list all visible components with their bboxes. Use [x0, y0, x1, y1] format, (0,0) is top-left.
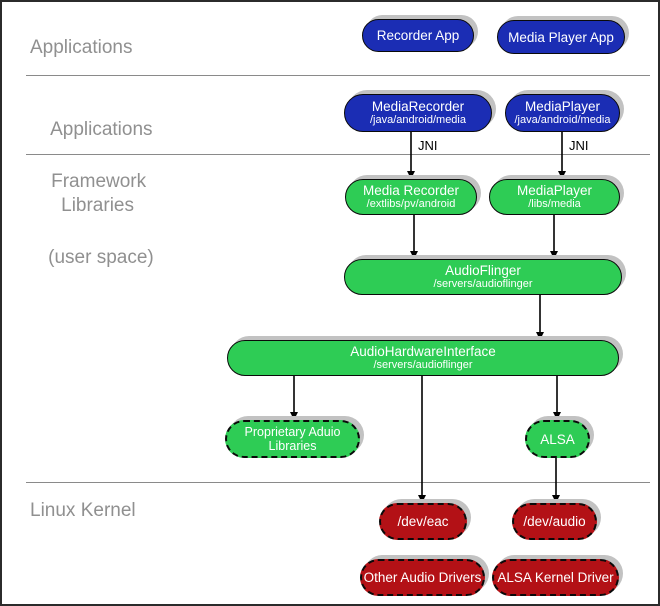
node-title-line2: Libraries [268, 439, 317, 453]
node-title: MediaRecorder [371, 99, 465, 114]
node-title: Media Player App [508, 29, 614, 45]
layer-label-applications: Applications [30, 37, 133, 58]
node-mediaplayer-framework: MediaPlayer /java/android/media [505, 94, 620, 132]
divider-framework-libraries [26, 154, 650, 155]
node-proprietary-audio-libraries: Proprietary Aduio Libraries [225, 420, 360, 458]
layer-label-applications-framework: Applications Framework [30, 91, 152, 221]
jni-label-right: JNI [569, 138, 589, 153]
node-title: AudioHardwareInterface [350, 344, 496, 359]
divider-applications-framework [26, 75, 650, 76]
layer-label-linux-kernel: Linux Kernel [30, 500, 136, 521]
divider-libraries-kernel [26, 482, 650, 483]
node-title: ALSA [540, 431, 575, 447]
node-audio-hardware-interface: AudioHardwareInterface /servers/audiofli… [227, 340, 619, 376]
node-subtitle: /libs/media [528, 198, 581, 210]
node-subtitle: /java/android/media [369, 114, 466, 126]
node-audioflinger: AudioFlinger /servers/audioflinger [344, 259, 622, 295]
node-title: /dev/eac [397, 514, 449, 529]
node-mediaplayer-lib: MediaPlayer /libs/media [489, 179, 620, 215]
jni-label-left: JNI [418, 138, 438, 153]
node-title: MediaPlayer [524, 99, 601, 114]
node-subtitle: /servers/audioflinger [433, 278, 533, 290]
node-title: ALSA Kernel Driver [497, 570, 614, 585]
node-subtitle: /servers/audioflinger [373, 359, 473, 371]
node-title: Media Recorder [362, 183, 460, 198]
node-alsa-kernel-driver: ALSA Kernel Driver [492, 559, 619, 596]
node-title: AudioFlinger [445, 263, 521, 278]
layer-label-libraries: Libraries (user space) [27, 167, 154, 297]
node-subtitle: /java/android/media [514, 114, 611, 126]
node-other-audio-drivers: Other Audio Drivers [360, 559, 485, 596]
node-title: MediaPlayer [516, 183, 593, 198]
node-dev-eac: /dev/eac [379, 503, 467, 540]
node-title: Proprietary Aduio [244, 425, 341, 439]
node-dev-audio: /dev/audio [512, 503, 597, 540]
node-title: /dev/audio [523, 514, 586, 529]
layer-label-framework-line2: Framework [51, 171, 147, 192]
layer-label-libraries-line1: Libraries [61, 195, 134, 216]
node-media-player-app: Media Player App [497, 20, 625, 54]
node-title: Other Audio Drivers [363, 570, 482, 585]
node-alsa: ALSA [525, 420, 590, 458]
node-recorder-app: Recorder App [362, 19, 474, 52]
node-subtitle: /extlibs/pv/android [366, 198, 456, 210]
layer-label-libraries-line2: (user space) [48, 247, 154, 268]
node-media-recorder-lib: Media Recorder /extlibs/pv/android [345, 179, 477, 215]
layer-label-framework-line1: Applications [50, 119, 153, 140]
node-mediarecorder-framework: MediaRecorder /java/android/media [344, 94, 492, 132]
node-title: Recorder App [376, 28, 460, 43]
